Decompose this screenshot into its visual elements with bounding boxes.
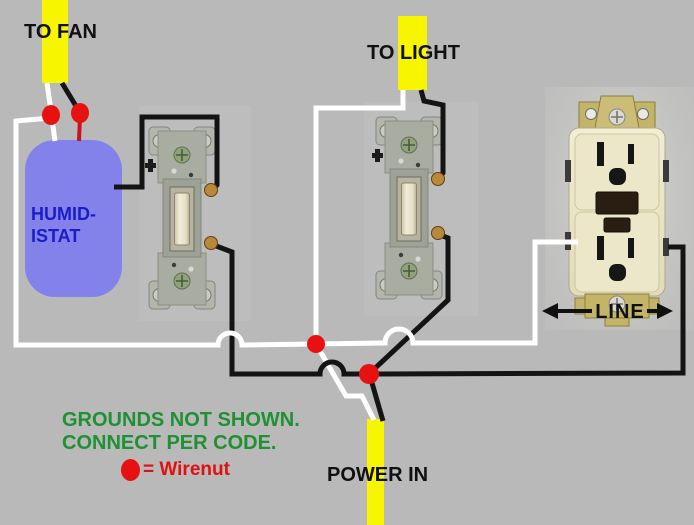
- wirenut: [71, 103, 89, 123]
- grounds-note-line1: GROUNDS NOT SHOWN.: [62, 409, 300, 431]
- humidistat-label-line1: HUMID-: [31, 204, 96, 224]
- wirenut: [307, 335, 325, 353]
- wire-light-cable-hot-to-switch2: [418, 89, 446, 181]
- label-to-fan: TO FAN: [24, 21, 97, 43]
- grounds-note-line2: CONNECT PER CODE.: [62, 432, 277, 454]
- line-label: LINE: [595, 301, 645, 323]
- terminal-screw: [204, 183, 218, 197]
- wirenut: [359, 364, 379, 384]
- grounds-note: GROUNDS NOT SHOWN. CONNECT PER CODE.: [62, 409, 300, 455]
- terminal-screw: [431, 226, 445, 240]
- humidistat-label-line2: ISTAT: [31, 226, 81, 246]
- wire-junction-to-power-hot: [367, 375, 386, 422]
- humidistat: HUMID- ISTAT: [25, 140, 122, 297]
- wire-switch2-to-junction: [369, 231, 451, 374]
- wirenut-legend-dot: [121, 459, 140, 481]
- wirenut-legend-label: = Wirenut: [143, 459, 230, 480]
- wire-neutral-drop-to-power: [313, 342, 377, 422]
- wirenut-legend: = Wirenut: [121, 459, 230, 481]
- label-to-light: TO LIGHT: [367, 42, 460, 64]
- wire-switch1-to-junction: [210, 241, 369, 377]
- wirenut: [42, 105, 60, 125]
- wire-junction-to-gfci-hot: [370, 244, 686, 377]
- cable-to-fan: [42, 0, 68, 83]
- cable-power-in: [367, 419, 384, 525]
- gfci-outlet: [565, 95, 669, 327]
- terminal-screw: [204, 236, 218, 250]
- wire-light-cable-neutral: [313, 90, 406, 344]
- wire-humidistat-black-to-switch1: [114, 114, 220, 192]
- terminal-screw: [431, 172, 445, 186]
- line-arrow-annotation: [542, 303, 673, 319]
- label-power-in: POWER IN: [327, 464, 429, 486]
- wire-neutral-run: [13, 115, 578, 348]
- cable-to-light: [398, 16, 427, 90]
